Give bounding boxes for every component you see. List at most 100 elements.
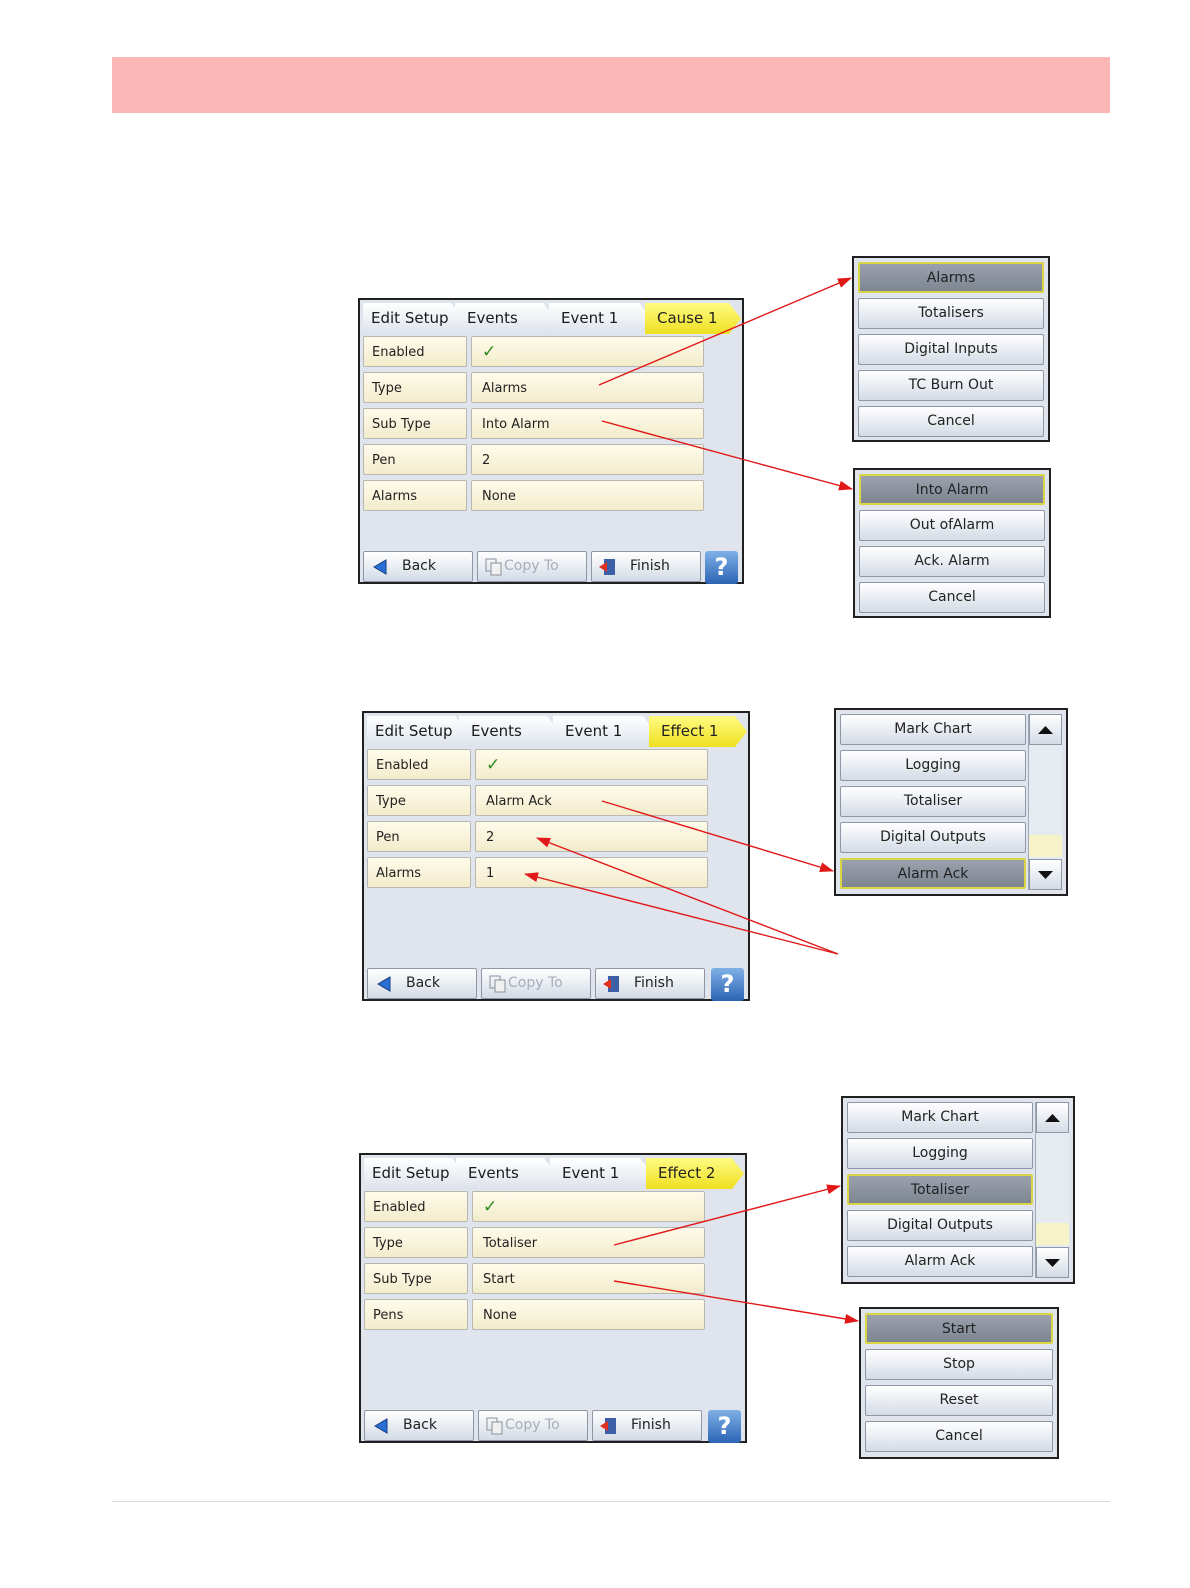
copy-to-label: Copy To xyxy=(508,975,563,991)
option-logging[interactable]: Logging xyxy=(847,1138,1033,1169)
crumb-events[interactable]: Events xyxy=(459,716,559,747)
option-totaliser[interactable]: Totaliser xyxy=(847,1174,1033,1205)
row-label: Alarms xyxy=(363,480,467,511)
type-field[interactable]: Totaliser xyxy=(472,1227,705,1258)
type-field[interactable]: Alarm Ack xyxy=(475,785,708,816)
option-tc-burn-out[interactable]: TC Burn Out xyxy=(858,370,1044,401)
finish-label: Finish xyxy=(634,975,674,991)
sub-type-field[interactable]: Start xyxy=(472,1263,705,1294)
enabled-checkbox[interactable]: ✓ xyxy=(472,1191,705,1222)
option-mark-chart[interactable]: Mark Chart xyxy=(840,714,1026,745)
row-label: Sub Type xyxy=(364,1263,468,1294)
finish-label: Finish xyxy=(630,558,670,574)
back-arrow-icon xyxy=(374,1418,388,1434)
alarms-field[interactable]: None xyxy=(471,480,704,511)
option-ack-alarm[interactable]: Ack. Alarm xyxy=(859,546,1045,577)
scroll-down-button[interactable] xyxy=(1036,1247,1069,1278)
type-field[interactable]: Alarms xyxy=(471,372,704,403)
option-cancel[interactable]: Cancel xyxy=(865,1421,1053,1452)
scroll-up-button[interactable] xyxy=(1029,714,1062,745)
option-cancel[interactable]: Cancel xyxy=(859,582,1045,613)
help-button[interactable]: ? xyxy=(708,1410,741,1443)
finish-label: Finish xyxy=(631,1417,671,1433)
breadcrumb: Edit Setup Events Event 1 Effect 2 xyxy=(364,1158,742,1189)
scroll-thumb[interactable] xyxy=(1029,835,1062,857)
option-alarm-ack[interactable]: Alarm Ack xyxy=(840,858,1026,889)
crumb-events[interactable]: Events xyxy=(456,1158,556,1189)
option-digital-outputs[interactable]: Digital Outputs xyxy=(840,822,1026,853)
crumb-event-1[interactable]: Event 1 xyxy=(550,1158,652,1189)
crumb-events[interactable]: Events xyxy=(455,303,555,334)
arrow-note-to-pen xyxy=(536,837,839,955)
option-stop[interactable]: Stop xyxy=(865,1349,1053,1380)
copy-icon xyxy=(489,975,506,993)
row-label: Type xyxy=(367,785,471,816)
scroll-thumb[interactable] xyxy=(1036,1223,1069,1245)
copy-to-button[interactable]: Copy To xyxy=(477,551,587,582)
enabled-checkbox[interactable]: ✓ xyxy=(475,749,708,780)
crumb-edit-setup[interactable]: Edit Setup xyxy=(364,1158,464,1189)
triangle-down-icon xyxy=(1038,871,1053,879)
scrollbar[interactable] xyxy=(1035,1102,1069,1278)
crumb-effect-2: Effect 2 xyxy=(646,1158,744,1189)
finish-door-icon xyxy=(600,1418,616,1434)
arrow-subtype-to-options-2 xyxy=(613,1280,859,1324)
scroll-up-button[interactable] xyxy=(1036,1102,1069,1133)
option-logging[interactable]: Logging xyxy=(840,750,1026,781)
row-label: Enabled xyxy=(363,336,467,367)
crumb-cause-1: Cause 1 xyxy=(645,303,741,334)
option-alarm-ack[interactable]: Alarm Ack xyxy=(847,1246,1033,1277)
finish-button[interactable]: Finish xyxy=(592,1410,702,1441)
sub-type-options-popup: Into Alarm Out ofAlarm Ack. Alarm Cancel xyxy=(853,468,1051,618)
row-label: Type xyxy=(364,1227,468,1258)
row-label: Enabled xyxy=(364,1191,468,1222)
option-alarms[interactable]: Alarms xyxy=(858,262,1044,293)
option-into-alarm[interactable]: Into Alarm xyxy=(859,474,1045,505)
option-out-of-alarm[interactable]: Out ofAlarm xyxy=(859,510,1045,541)
crumb-edit-setup[interactable]: Edit Setup xyxy=(367,716,467,747)
back-arrow-icon xyxy=(377,976,391,992)
finish-button[interactable]: Finish xyxy=(591,551,701,582)
pen-field[interactable]: 2 xyxy=(475,821,708,852)
arrow-subtype-to-options xyxy=(601,420,853,491)
option-totalisers[interactable]: Totalisers xyxy=(858,298,1044,329)
option-start[interactable]: Start xyxy=(865,1313,1053,1344)
help-button[interactable]: ? xyxy=(705,551,738,584)
back-label: Back xyxy=(403,1417,437,1433)
back-button[interactable]: Back xyxy=(364,1410,474,1441)
crumb-event-1[interactable]: Event 1 xyxy=(549,303,651,334)
copy-to-button[interactable]: Copy To xyxy=(481,968,591,999)
enabled-checkbox[interactable]: ✓ xyxy=(471,336,704,367)
pens-field[interactable]: None xyxy=(472,1299,705,1330)
copy-to-button[interactable]: Copy To xyxy=(478,1410,588,1441)
alarms-field[interactable]: 1 xyxy=(475,857,708,888)
back-label: Back xyxy=(406,975,440,991)
sub-type-field[interactable]: Into Alarm xyxy=(471,408,704,439)
crumb-edit-setup[interactable]: Edit Setup xyxy=(363,303,463,334)
option-digital-outputs[interactable]: Digital Outputs xyxy=(847,1210,1033,1241)
finish-button[interactable]: Finish xyxy=(595,968,705,999)
option-mark-chart[interactable]: Mark Chart xyxy=(847,1102,1033,1133)
pen-field[interactable]: 2 xyxy=(471,444,704,475)
scrollbar[interactable] xyxy=(1028,714,1062,890)
option-totaliser[interactable]: Totaliser xyxy=(840,786,1026,817)
back-arrow-icon xyxy=(373,559,387,575)
header-banner xyxy=(112,57,1110,113)
arrow-note-to-alarms xyxy=(524,872,839,955)
totaliser-sub-type-popup: Start Stop Reset Cancel xyxy=(859,1307,1059,1459)
help-button[interactable]: ? xyxy=(711,968,744,1001)
option-digital-inputs[interactable]: Digital Inputs xyxy=(858,334,1044,365)
option-cancel[interactable]: Cancel xyxy=(858,406,1044,437)
breadcrumb: Edit Setup Events Event 1 Cause 1 xyxy=(363,303,739,334)
row-label: Pen xyxy=(367,821,471,852)
crumb-event-1[interactable]: Event 1 xyxy=(553,716,655,747)
arrow-type-to-list xyxy=(601,800,834,873)
scroll-down-button[interactable] xyxy=(1029,859,1062,890)
back-button[interactable]: Back xyxy=(363,551,473,582)
back-label: Back xyxy=(402,558,436,574)
arrow-type-to-list-2 xyxy=(613,1184,841,1246)
option-reset[interactable]: Reset xyxy=(865,1385,1053,1416)
back-button[interactable]: Back xyxy=(367,968,477,999)
effect-type-list-popup: Mark Chart Logging Totaliser Digital Out… xyxy=(834,708,1068,896)
